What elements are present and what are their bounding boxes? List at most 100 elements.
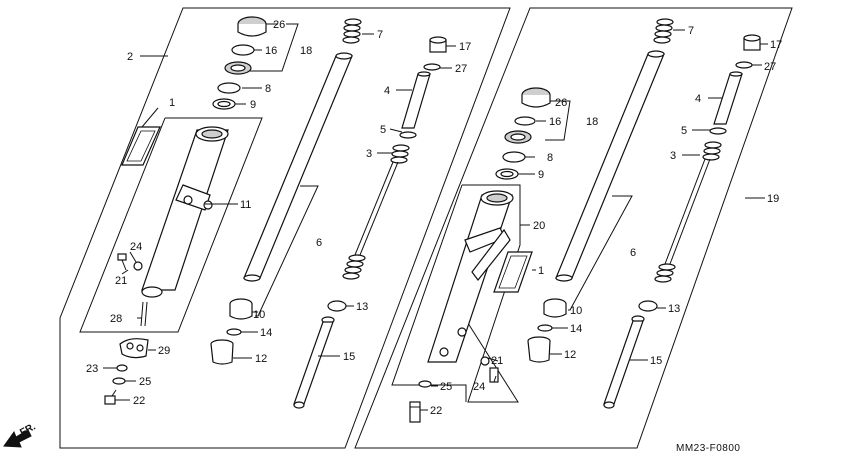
label-15-left: 15 <box>343 351 355 363</box>
drawing-code: MM23-F0800 <box>676 443 740 454</box>
oil-seal-right <box>504 130 532 144</box>
fork-spring-3-right <box>654 141 722 283</box>
fork-bolt-17-left <box>429 36 447 53</box>
label-2-left: 2 <box>127 51 133 63</box>
label-22-right: 22 <box>430 405 442 417</box>
fork-tube-left <box>243 52 353 282</box>
label-18-left: 18 <box>300 45 312 57</box>
label-21-right: 21 <box>491 355 503 367</box>
label-18-right: 18 <box>586 116 598 128</box>
label-4-left: 4 <box>384 85 390 97</box>
axle-holder-left <box>119 338 149 359</box>
bolt-21-right <box>489 367 499 383</box>
label-16-right: 16 <box>549 116 561 128</box>
o-ring-27-right <box>735 61 753 69</box>
label-22-left: 22 <box>133 395 145 407</box>
slide-bushing-right <box>543 298 567 318</box>
label-20-right: 20 <box>533 220 545 232</box>
left-panel-labels: 2 1 26 16 18 8 9 11 24 21 28 29 23 25 22… <box>86 19 471 407</box>
label-17-left: 17 <box>459 41 471 53</box>
fork-slider-right <box>427 190 514 363</box>
slide-bushing-left <box>229 298 253 320</box>
back-up-ring-right <box>502 151 526 163</box>
label-8-left: 8 <box>265 83 271 95</box>
back-up-ring-left <box>217 82 241 94</box>
rebound-spring-13-right <box>638 300 658 312</box>
label-17-right: 17 <box>770 39 782 51</box>
leader-lines <box>103 23 768 411</box>
label-29-left: 29 <box>158 345 170 357</box>
label-6-right: 6 <box>630 247 636 259</box>
right-panel-frame <box>354 7 793 449</box>
fork-tube-right <box>555 50 665 282</box>
label-7-right: 7 <box>688 25 694 37</box>
label-9-right: 9 <box>538 169 544 181</box>
oil-lock-piece-12-left <box>210 339 234 365</box>
label-4-right: 4 <box>695 93 701 105</box>
oil-lock-piece-12-right <box>527 336 551 363</box>
label-5-right: 5 <box>681 125 687 137</box>
fork-slider-left <box>141 126 229 298</box>
fork-bolt-17-right <box>743 34 761 51</box>
guide-bushing-left <box>212 98 236 110</box>
label-28-left: 28 <box>110 313 122 325</box>
front-direction-arrow: FR. <box>3 421 38 448</box>
label-21-left: 21 <box>115 275 127 287</box>
guide-bushing-right <box>495 168 519 180</box>
washer-24-right <box>480 356 490 366</box>
label-23-left: 23 <box>86 363 98 375</box>
label-5-left: 5 <box>380 124 386 136</box>
washer-24-left <box>133 261 143 271</box>
label-3-right: 3 <box>670 150 676 162</box>
dust-seal-left <box>237 16 267 37</box>
spacer-4-right <box>713 71 743 125</box>
stud-bolt-left <box>140 301 148 327</box>
bolt-21-left <box>117 253 127 271</box>
label-26-left: 26 <box>273 19 285 31</box>
label-25-left: 25 <box>139 376 151 388</box>
reflector-plate-right <box>493 251 533 293</box>
o-ring-27-left <box>423 63 441 71</box>
label-19-right: 19 <box>767 193 779 205</box>
label-14-left: 14 <box>260 327 272 339</box>
label-15-right: 15 <box>650 355 662 367</box>
label-27-left: 27 <box>455 63 467 75</box>
label-24-right: 24 <box>473 381 485 393</box>
label-13-right: 13 <box>668 303 680 315</box>
seal-clip-left <box>231 44 255 56</box>
label-14-right: 14 <box>570 323 582 335</box>
washer-23-left <box>116 364 128 372</box>
bolt-22-left <box>104 389 117 405</box>
piston-ring-14-right <box>537 324 553 332</box>
label-1-right: 1 <box>538 265 544 277</box>
spring-seat-5-left <box>399 131 417 139</box>
label-12-left: 12 <box>255 353 267 365</box>
label-7-left: 7 <box>377 29 383 41</box>
label-1-left: 1 <box>169 97 175 109</box>
label-11-left: 11 <box>240 199 251 211</box>
left-panel-frame <box>59 7 511 449</box>
rebound-spring-13-left <box>327 300 347 312</box>
label-13-left: 13 <box>356 301 368 313</box>
seal-clip-right <box>514 116 536 126</box>
label-26-right: 26 <box>555 97 567 109</box>
fork-spring-3-left <box>342 144 410 280</box>
right-panel-labels: 26 16 18 8 9 20 1 21 24 25 22 7 6 10 14 … <box>430 25 782 417</box>
spring-7-left <box>342 18 362 44</box>
label-24-left: 24 <box>130 241 142 253</box>
label-10-right: 10 <box>570 305 582 317</box>
reflector-plate-left <box>121 126 161 166</box>
label-16-left: 16 <box>265 45 277 57</box>
label-25-right: 25 <box>440 381 452 393</box>
oil-seal-left <box>224 61 252 75</box>
left-slider-callout-box <box>79 117 263 333</box>
front-direction-label: FR. <box>18 421 38 438</box>
right-slider-callout-box <box>462 184 521 403</box>
washer-25-right <box>418 380 432 388</box>
label-10-left: 10 <box>253 309 265 321</box>
piston-ring-14-left <box>226 328 242 336</box>
spacer-4-left <box>401 71 431 129</box>
label-12-right: 12 <box>564 349 576 361</box>
label-3-left: 3 <box>366 148 372 160</box>
label-6-left: 6 <box>316 237 322 249</box>
